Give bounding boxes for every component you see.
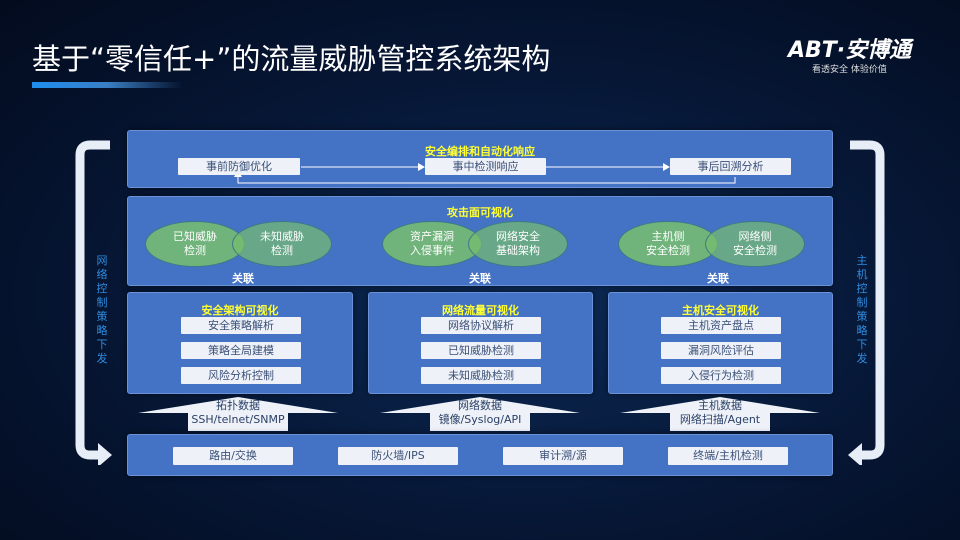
- up-arrow-icon: [380, 397, 580, 431]
- attack-surface-panel: 攻击面可视化 已知威胁检测 未知威胁检测 关联 资产漏洞入侵事件 网络安全基础架…: [127, 196, 833, 286]
- data-source-protocols: 镜像/Syslog/API: [438, 413, 522, 426]
- orchestration-title: 安全编排和自动化响应: [425, 145, 535, 158]
- infra-item: 终端/主机检测: [668, 447, 788, 465]
- venn-circle: 主机侧安全检测: [618, 221, 718, 267]
- module-item: 安全策略解析: [181, 317, 301, 334]
- up-arrow-icon: [138, 397, 338, 431]
- module-network-traffic: 网络流量可视化 网络协议解析 已知威胁检测 未知威胁检测: [368, 292, 593, 394]
- logo-slogan: 看透安全 体验价值: [812, 65, 887, 75]
- left-side-label: 网络控制策略下发: [96, 254, 108, 365]
- data-source-title: 网络数据: [458, 399, 502, 412]
- title-underline: [32, 82, 182, 88]
- data-source-title: 主机数据: [698, 399, 742, 412]
- step-mid: 事中检测响应: [425, 158, 546, 175]
- infra-item: 路由/交换: [173, 447, 293, 465]
- right-side-label: 主机控制策略下发: [856, 254, 868, 365]
- data-source-label: 网络数据镜像/Syslog/API: [380, 399, 580, 427]
- attack-surface-title: 攻击面可视化: [447, 206, 513, 219]
- module-title: 主机安全可视化: [682, 304, 759, 317]
- venn-circle: 资产漏洞入侵事件: [382, 221, 482, 267]
- module-item: 未知威胁检测: [421, 367, 541, 384]
- module-item: 网络协议解析: [421, 317, 541, 334]
- data-source-label: 主机数据网络扫描/Agent: [620, 399, 820, 427]
- infra-item: 防火墙/IPS: [338, 447, 458, 465]
- data-source-title: 拓扑数据: [216, 399, 260, 412]
- module-item: 主机资产盘点: [661, 317, 781, 334]
- data-source-protocols: 网络扫描/Agent: [679, 413, 761, 426]
- module-security-architecture: 安全架构可视化 安全策略解析 策略全局建模 风险分析控制: [127, 292, 353, 394]
- step-pre: 事前防御优化: [178, 158, 300, 175]
- module-item: 已知威胁检测: [421, 342, 541, 359]
- infrastructure-panel: 路由/交换 防火墙/IPS 审计溯/源 终端/主机检测: [127, 434, 833, 476]
- venn-circle: 未知威胁检测: [232, 221, 332, 267]
- module-title: 网络流量可视化: [442, 304, 519, 317]
- right-policy-arrow-icon: [848, 140, 885, 465]
- module-title: 安全架构可视化: [201, 304, 279, 317]
- venn-circle: 网络安全基础架构: [468, 221, 568, 267]
- venn-circle: 网络侧安全检测: [705, 221, 805, 267]
- step-post: 事后回溯分析: [670, 158, 791, 175]
- left-policy-arrow-icon: [75, 140, 112, 465]
- logo: ABT·安博通: [788, 38, 912, 63]
- venn-circle: 已知威胁检测: [145, 221, 245, 267]
- module-host-security: 主机安全可视化 主机资产盘点 漏洞风险评估 入侵行为检测: [608, 292, 833, 394]
- module-item: 入侵行为检测: [661, 367, 781, 384]
- data-source-arrow: 主机数据网络扫描/Agent: [620, 397, 820, 431]
- relation-label: 关联: [707, 272, 729, 285]
- relation-label: 关联: [469, 272, 491, 285]
- relation-label: 关联: [232, 272, 254, 285]
- module-item: 策略全局建模: [181, 342, 301, 359]
- module-item: 风险分析控制: [181, 367, 301, 384]
- infra-item: 审计溯/源: [503, 447, 623, 465]
- page-title: 基于“零信任+”的流量威胁管控系统架构: [32, 42, 551, 76]
- module-item: 漏洞风险评估: [661, 342, 781, 359]
- data-source-protocols: SSH/telnet/SNMP: [191, 413, 285, 426]
- orchestration-panel: 安全编排和自动化响应 事前防御优化 事中检测响应 事后回溯分析: [127, 130, 833, 188]
- data-source-arrow: 网络数据镜像/Syslog/API: [380, 397, 580, 431]
- up-arrow-icon: [620, 397, 820, 431]
- flow-arrows-icon: [234, 163, 736, 184]
